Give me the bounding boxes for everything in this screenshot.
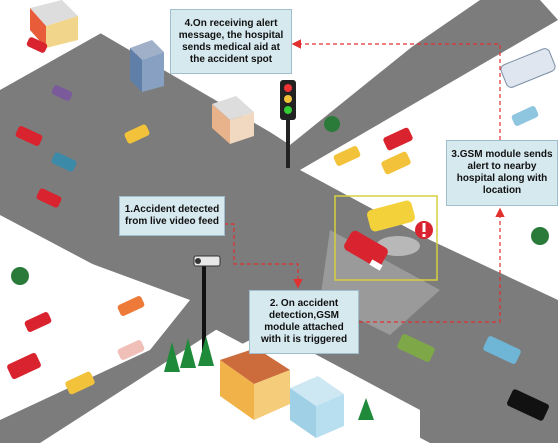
step-2-callout: 2. On accident detection,GSM module atta…	[249, 290, 359, 354]
traffic-light-icon	[280, 80, 296, 168]
hospital-building-icon	[30, 0, 344, 438]
car-icons	[7, 37, 549, 421]
accident-scene	[334, 195, 438, 281]
tree-icon	[11, 116, 549, 420]
accident-cars-icon	[344, 200, 415, 271]
bus-icon	[500, 48, 556, 88]
alert-icon	[415, 221, 433, 239]
step-1-callout: 1.Accident detected from live video feed	[119, 196, 225, 236]
flow-arrows	[224, 39, 505, 323]
cctv-camera-icon	[193, 255, 221, 354]
step-4-callout: 4.On receiving alert message, the hospit…	[170, 9, 292, 74]
step-3-callout: 3.GSM module sends alert to nearby hospi…	[446, 140, 558, 206]
